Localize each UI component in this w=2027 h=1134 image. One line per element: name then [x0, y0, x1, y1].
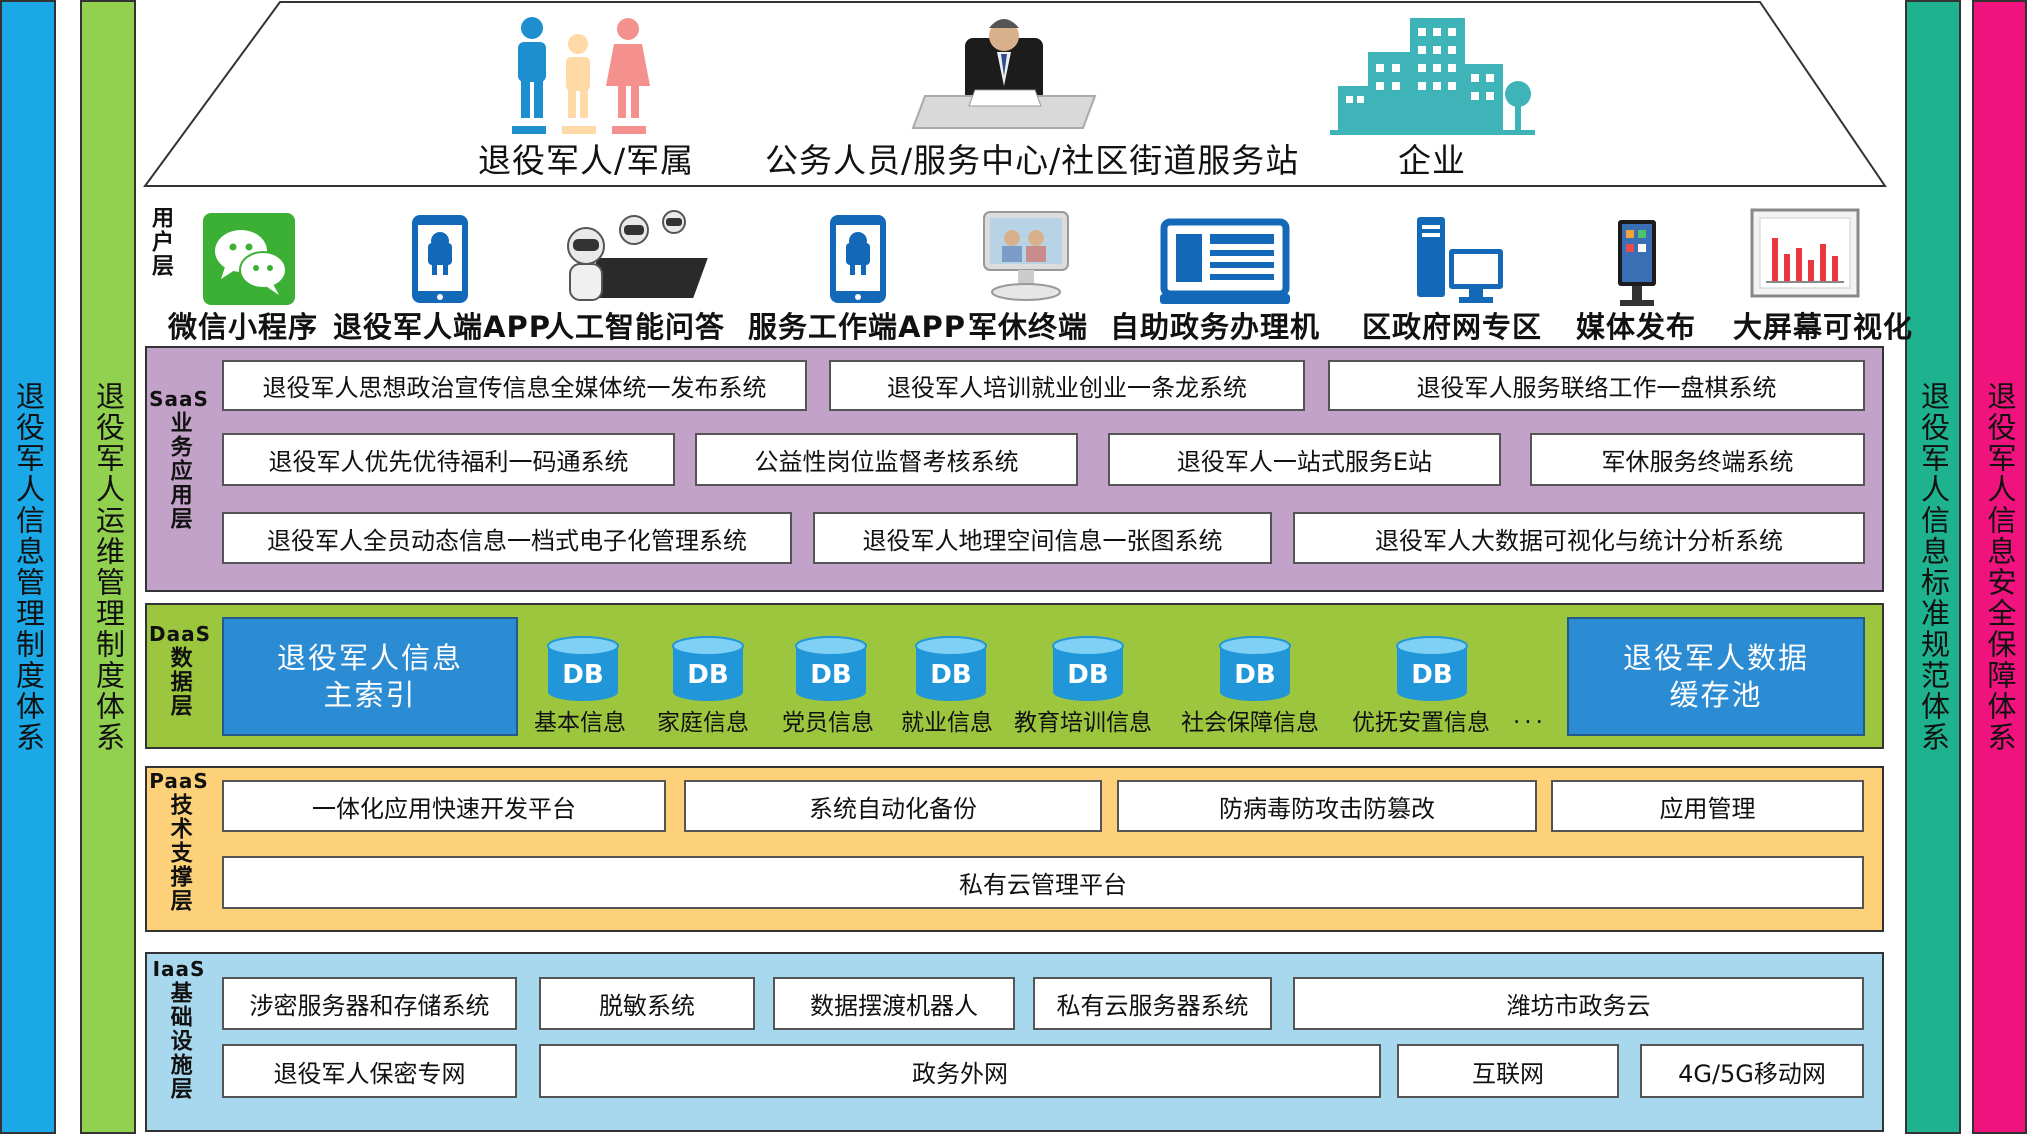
network-box: 政务外网: [539, 1044, 1381, 1098]
role-label-veterans: 退役军人/军属: [478, 141, 695, 180]
saas-system-box: 退役军人地理空间信息一张图系统: [813, 512, 1272, 564]
database-icon: DB: [546, 636, 620, 702]
paas-tag-cn: 技术支撑层: [166, 793, 192, 913]
right-inner-bar-label: 退役军人信息标准规范体系: [1916, 381, 1951, 753]
veteran-app-phone-icon: [412, 215, 468, 303]
terminal-label-veteran-app: 退役军人端APP: [333, 310, 551, 344]
left-outer-bar-label: 退役军人信息管理制度体系: [11, 381, 46, 753]
left-inner-bar-label: 退役军人运维管理制度体系: [91, 381, 126, 753]
terminal-label-retiree-terminal: 军休终端: [968, 310, 1089, 344]
data-cache-line2: 缓存池: [1669, 677, 1763, 712]
db-icon-text: DB: [810, 660, 851, 690]
db-icon-text: DB: [1234, 660, 1275, 690]
terminal-label-ai-qa: 人工智能问答: [545, 310, 726, 344]
user-layer-tag: 用户层: [148, 206, 173, 278]
database-icon: DB: [1051, 636, 1125, 702]
saas-system-box: 退役军人思想政治宣传信息全媒体统一发布系统: [222, 360, 807, 411]
database-label: 教育培训信息: [1014, 710, 1152, 736]
master-index-line2: 主索引: [323, 677, 417, 712]
enterprise-building-icon: [1330, 18, 1535, 135]
data-cache-line1: 退役军人数据: [1622, 641, 1809, 676]
saas-system-box: 退役军人大数据可视化与统计分析系统: [1293, 512, 1865, 564]
paas-layer-tag: PaaS 技术支撑层: [149, 769, 209, 914]
terminal-label-kiosk: 自助政务办理机: [1110, 310, 1321, 344]
role-label-officials: 公务人员/服务中心/社区街道服务站: [765, 141, 1300, 180]
infrastructure-box: 私有云服务器系统: [1033, 977, 1272, 1030]
network-box: 互联网: [1397, 1044, 1619, 1098]
terminal-label-wechat: 微信小程序: [168, 310, 319, 344]
private-cloud-platform-box: 私有云管理平台: [222, 856, 1864, 909]
db-icon-text: DB: [1411, 660, 1452, 690]
database-icon: DB: [1395, 636, 1469, 702]
db-icon-text: DB: [930, 660, 971, 690]
network-box: 退役军人保密专网: [222, 1044, 517, 1098]
terminal-label-gov-portal: 区政府网专区: [1362, 310, 1543, 344]
terminal-label-big-screen: 大屏幕可视化: [1733, 310, 1914, 344]
database-label: 优抚安置信息: [1352, 710, 1490, 736]
right-outer-bar-label: 退役军人信息安全保障体系: [1983, 381, 2017, 753]
database-icon: DB: [914, 636, 988, 702]
paas-platform-box: 一体化应用快速开发平台: [222, 780, 666, 832]
saas-system-box: 公益性岗位监督考核系统: [695, 433, 1078, 486]
iaas-tag-cn: 基础设施层: [166, 981, 192, 1101]
saas-tag-en: SaaS: [149, 387, 209, 411]
infrastructure-box: 潍坊市政务云: [1293, 977, 1864, 1030]
right-inner-bar: 退役军人信息标准规范体系: [1905, 0, 1961, 1134]
infrastructure-box: 涉密服务器和存储系统: [222, 977, 517, 1030]
database-icon: DB: [1218, 636, 1292, 702]
terminal-label-media: 媒体发布: [1576, 310, 1697, 344]
paas-platform-box: 防病毒防攻击防篡改: [1117, 780, 1537, 832]
saas-system-box: 退役军人全员动态信息一档式电子化管理系统: [222, 512, 792, 564]
officer-at-desk-icon: [911, 19, 1097, 129]
database-ellipsis: ...: [1513, 703, 1547, 729]
ai-robot-icon: [567, 210, 708, 301]
master-index-line1: 退役军人信息: [276, 641, 463, 676]
paas-platform-box: 系统自动化备份: [684, 780, 1102, 832]
saas-system-box: 退役军人优先优待福利一码通系统: [222, 433, 675, 486]
media-display-stand-icon: [1618, 220, 1656, 306]
saas-system-box: 退役军人培训就业创业一条龙系统: [829, 360, 1305, 411]
veteran-data-cache-box: 退役军人数据缓存池: [1567, 617, 1865, 736]
saas-tag-cn: 业务应用层: [166, 411, 192, 531]
database-icon: DB: [671, 636, 745, 702]
db-icon-text: DB: [1067, 660, 1108, 690]
big-screen-chart-icon: [1750, 208, 1860, 298]
terminal-label-service-app: 服务工作端APP: [748, 310, 966, 344]
government-pc-icon: [1417, 217, 1503, 303]
left-outer-bar: 退役军人信息管理制度体系: [0, 0, 56, 1134]
database-label: 社会保障信息: [1181, 710, 1319, 736]
db-icon-text: DB: [562, 660, 603, 690]
paas-platform-box: 应用管理: [1551, 780, 1864, 832]
saas-system-box: 退役军人服务联络工作一盘棋系统: [1328, 360, 1865, 411]
saas-layer-tag: SaaS 业务应用层: [149, 387, 209, 532]
daas-layer-tag: DaaS 数据层: [149, 622, 211, 719]
db-icon-text: DB: [687, 660, 728, 690]
database-label: 家庭信息: [657, 710, 749, 736]
paas-tag-en: PaaS: [149, 769, 209, 793]
saas-system-box: 军休服务终端系统: [1530, 433, 1865, 486]
wechat-icon: [203, 213, 295, 305]
database-label: 就业信息: [901, 710, 993, 736]
database-label: 党员信息: [782, 710, 874, 736]
saas-system-box: 退役军人一站式服务E站: [1108, 433, 1501, 486]
left-inner-bar: 退役军人运维管理制度体系: [80, 0, 136, 1134]
daas-tag-cn: 数据层: [166, 646, 192, 718]
iaas-layer-tag: IaaS 基础设施层: [149, 957, 209, 1102]
iaas-tag-en: IaaS: [152, 957, 206, 981]
right-outer-bar: 退役军人信息安全保障体系: [1972, 0, 2027, 1134]
daas-tag-en: DaaS: [149, 622, 211, 646]
service-app-phone-icon: [830, 215, 886, 303]
family-icon: [512, 17, 650, 134]
veteran-master-index-box: 退役军人信息主索引: [222, 617, 518, 736]
role-label-enterprise: 企业: [1398, 141, 1466, 180]
infrastructure-box: 数据摆渡机器人: [773, 977, 1015, 1030]
infrastructure-box: 脱敏系统: [539, 977, 755, 1030]
network-box: 4G/5G移动网: [1640, 1044, 1864, 1098]
database-label: 基本信息: [534, 710, 626, 736]
self-service-kiosk-icon: [1160, 218, 1290, 304]
database-icon: DB: [794, 636, 868, 702]
retiree-terminal-icon: [983, 211, 1069, 301]
